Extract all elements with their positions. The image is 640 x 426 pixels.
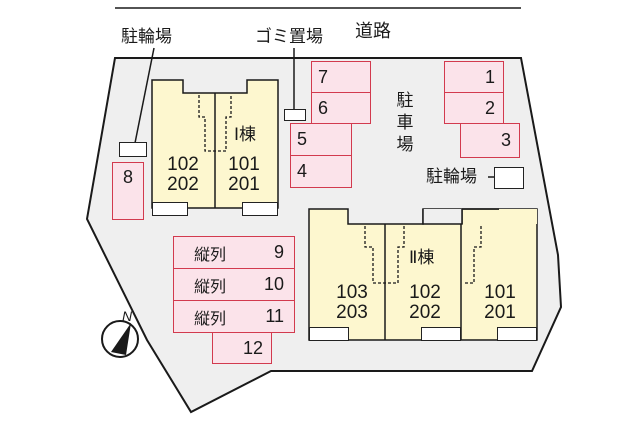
- parking-space-8: 8: [112, 162, 144, 220]
- unit-lower: 101: [228, 154, 260, 175]
- building-2-entrance-3: [497, 327, 537, 341]
- space-number: 10: [263, 274, 284, 294]
- garbage-area-label: ゴミ置場: [255, 27, 323, 47]
- bicycle-parking-label: 駐輪場: [121, 27, 172, 47]
- bicycle-parking-right-area: [494, 167, 524, 189]
- space-number: 11: [265, 306, 284, 326]
- parking-space-9: 縦列 9: [173, 236, 295, 269]
- compass-icon: [101, 320, 139, 358]
- bicycle-parking-right-label: 駐輪場: [426, 167, 477, 187]
- building-2-unit-2: 102 202: [403, 283, 447, 323]
- space-number: 9: [273, 242, 284, 262]
- parking-space-10: 縦列 10: [173, 268, 295, 301]
- parking-space-5: 5: [290, 123, 352, 156]
- parking-space-3: 3: [460, 123, 520, 158]
- building-1-name: Ⅰ棟: [234, 125, 257, 145]
- compass-north-label: N: [122, 308, 133, 324]
- tandem-label: 縦列: [194, 308, 227, 328]
- parking-space-6: 6: [311, 92, 371, 124]
- unit-upper: 203: [336, 301, 368, 323]
- road-label: 道路: [355, 21, 391, 42]
- unit-lower: 102: [167, 154, 199, 175]
- parking-space-1: 1: [444, 61, 504, 93]
- tandem-label: 縦列: [194, 276, 227, 296]
- unit-upper: 202: [167, 173, 199, 195]
- parking-space-12: 12: [212, 332, 272, 364]
- car-parking-label: 駐車場: [396, 91, 414, 155]
- building-2-entrance-1: [309, 327, 349, 341]
- building-1-entrance-right: [242, 202, 278, 216]
- tandem-label: 縦列: [194, 244, 227, 264]
- unit-upper: 201: [228, 173, 260, 195]
- parking-space-11: 縦列 11: [173, 300, 295, 333]
- garbage-area-box: [284, 109, 306, 121]
- building-2-outline: [308, 208, 538, 341]
- unit-lower: 101: [484, 282, 516, 303]
- building-1-unit-right: 101 201: [224, 155, 264, 195]
- unit-lower: 102: [409, 282, 441, 303]
- parking-space-7: 7: [311, 61, 371, 93]
- building-2-name: Ⅱ棟: [409, 248, 435, 268]
- building-2-unit-3: 101 201: [478, 283, 522, 323]
- parking-space-2: 2: [444, 92, 504, 124]
- bicycle-leader-line: [133, 47, 155, 149]
- unit-lower: 103: [336, 282, 368, 303]
- unit-upper: 202: [409, 301, 441, 323]
- building-2-entrance-2: [421, 327, 461, 341]
- parking-space-4: 4: [290, 155, 352, 188]
- building-1-entrance-left: [152, 202, 188, 216]
- building-2-unit-1: 103 203: [330, 283, 374, 323]
- building-1-unit-left: 102 202: [163, 155, 203, 195]
- building-1-outline: [151, 79, 279, 209]
- bicycle-parking-area: [119, 142, 147, 157]
- unit-upper: 201: [484, 301, 516, 323]
